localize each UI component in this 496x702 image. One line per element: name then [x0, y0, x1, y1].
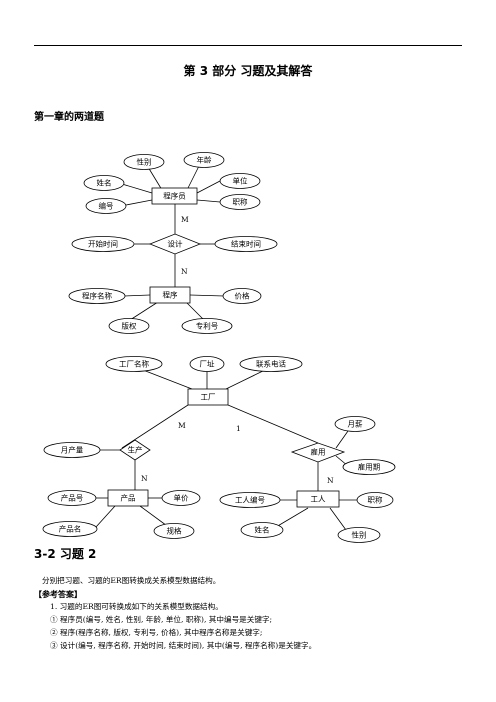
attr-ellipse [219, 194, 261, 210]
attr-gender-label: 性别 [352, 530, 367, 540]
attr-age-label: 年龄 [197, 155, 212, 165]
attr-ellipse [219, 492, 281, 508]
attr-ellipse [222, 288, 262, 304]
attr-ellipse [83, 175, 125, 191]
attr-ellipse [105, 356, 163, 372]
attr-end-label: 结束时间 [231, 239, 261, 249]
attr-ellipse [181, 318, 233, 334]
relationship-diamond [119, 439, 151, 461]
attr-ellipse [183, 152, 225, 168]
attr-factory-name-label: 工厂名称 [119, 359, 149, 369]
attr-ellipse [219, 173, 261, 189]
cardinality-n: N [327, 476, 334, 485]
cardinality-n: N [181, 267, 188, 276]
attr-start-label: 开始时间 [88, 239, 118, 249]
attr-product-name-label: 产品名 [59, 524, 82, 534]
attr-spec-label: 规格 [167, 526, 182, 536]
attr-monthly-output-label: 月产量 [61, 445, 84, 455]
attr-prog-name-label: 程序名称 [82, 291, 112, 301]
entity-box [149, 286, 191, 304]
attr-ellipse [356, 492, 394, 508]
answer-item-1: 1. 习题的ER图可转换成如下的关系模型数据结构。 [50, 602, 223, 611]
entity-box [151, 187, 198, 205]
entity-factory-label: 工厂 [201, 393, 216, 402]
answer-item-3: ② 程序(程序名称, 版权, 专利号, 价格), 其中程序名称是关键字; [50, 628, 263, 637]
answer-item-4: ③ 设计(编号, 程序名称, 开始时间, 结束时间), 其中(编号, 程序名称)… [50, 641, 317, 650]
attr-ellipse [214, 236, 278, 252]
relationship-diamond [148, 233, 202, 255]
entity-box [296, 490, 340, 508]
attr-ellipse [108, 318, 150, 334]
attr-name-label: 姓名 [97, 178, 112, 188]
attr-factory-addr-label: 厂址 [200, 359, 215, 369]
entity-program-label: 程序 [163, 290, 178, 300]
intro-text: 分别把习题、习题的ER图转换成关系模型数据结构。 [42, 576, 221, 585]
attr-ellipse [85, 198, 127, 214]
attr-ellipse [189, 356, 225, 372]
attr-ellipse [42, 521, 98, 537]
attr-phone-label: 联系电话 [256, 359, 286, 369]
entity-programmer-label: 程序员 [163, 191, 186, 201]
section-heading-exercise2: 3-2 习题 2 [34, 547, 97, 561]
attr-ellipse [342, 459, 396, 475]
attr-unit-label: 单位 [233, 176, 248, 186]
attr-ellipse [334, 416, 376, 432]
answer-item-2: ① 程序员(编号, 姓名, 性别, 年龄, 单位, 职称), 其中编号是关键字; [50, 615, 273, 624]
attr-ellipse [153, 523, 195, 539]
attr-unit-price-label: 单价 [174, 493, 189, 503]
page-title: 第 3 部分 习题及其解答 [183, 64, 313, 78]
attr-copyright-label: 版权 [122, 321, 137, 331]
attr-name-label: 姓名 [255, 525, 270, 535]
attr-worker-no-label: 工人编号 [235, 495, 265, 505]
attr-employ-period-label: 雇用期 [358, 462, 381, 472]
attr-ellipse [337, 527, 381, 543]
section-heading-chapter1: 第一章的两道题 [34, 112, 104, 123]
answer-label: 【参考答案】 [34, 589, 82, 599]
cardinality-m: M [178, 421, 186, 430]
attr-monthly-salary-label: 月薪 [348, 419, 363, 429]
attr-price-label: 价格 [235, 291, 250, 301]
attr-ellipse [68, 288, 126, 304]
header-rule [34, 45, 462, 46]
attr-patent-label: 专利号 [196, 321, 219, 331]
attr-ellipse [123, 154, 165, 170]
entity-worker-label: 工人 [311, 495, 326, 504]
entity-box [107, 489, 149, 507]
attr-ellipse [47, 490, 97, 506]
er-diagram-factory: 工厂名称 厂址 联系电话 工厂 M 1 生产 月产量 雇用 月薪 雇用期 N N… [42, 356, 396, 543]
relationship-diamond [290, 442, 346, 463]
rel-design-label: 设计 [168, 239, 183, 249]
attr-ellipse [240, 522, 284, 538]
attr-title-label: 职称 [233, 197, 248, 207]
attr-ellipse [239, 356, 303, 372]
entity-product-label: 产品 [121, 493, 136, 503]
attr-ellipse [161, 490, 201, 506]
cardinality-1: 1 [236, 424, 241, 433]
attr-title-label: 职称 [368, 495, 383, 505]
er-diagram-programmer: 性别 年龄 姓名 单位 编号 职称 程序员 M 设计 开始时间 结束时间 N 程… [68, 152, 278, 334]
attr-id-label: 编号 [99, 201, 114, 211]
rel-employ-label: 雇用 [311, 447, 326, 457]
entity-box [187, 388, 229, 406]
cardinality-m: M [181, 215, 189, 224]
attr-ellipse [71, 236, 135, 252]
attr-ellipse [43, 442, 101, 458]
rel-produce-label: 生产 [128, 445, 143, 455]
attr-product-no-label: 产品号 [61, 493, 84, 503]
cardinality-n: N [141, 474, 148, 483]
attr-gender-label: 性别 [137, 157, 152, 167]
